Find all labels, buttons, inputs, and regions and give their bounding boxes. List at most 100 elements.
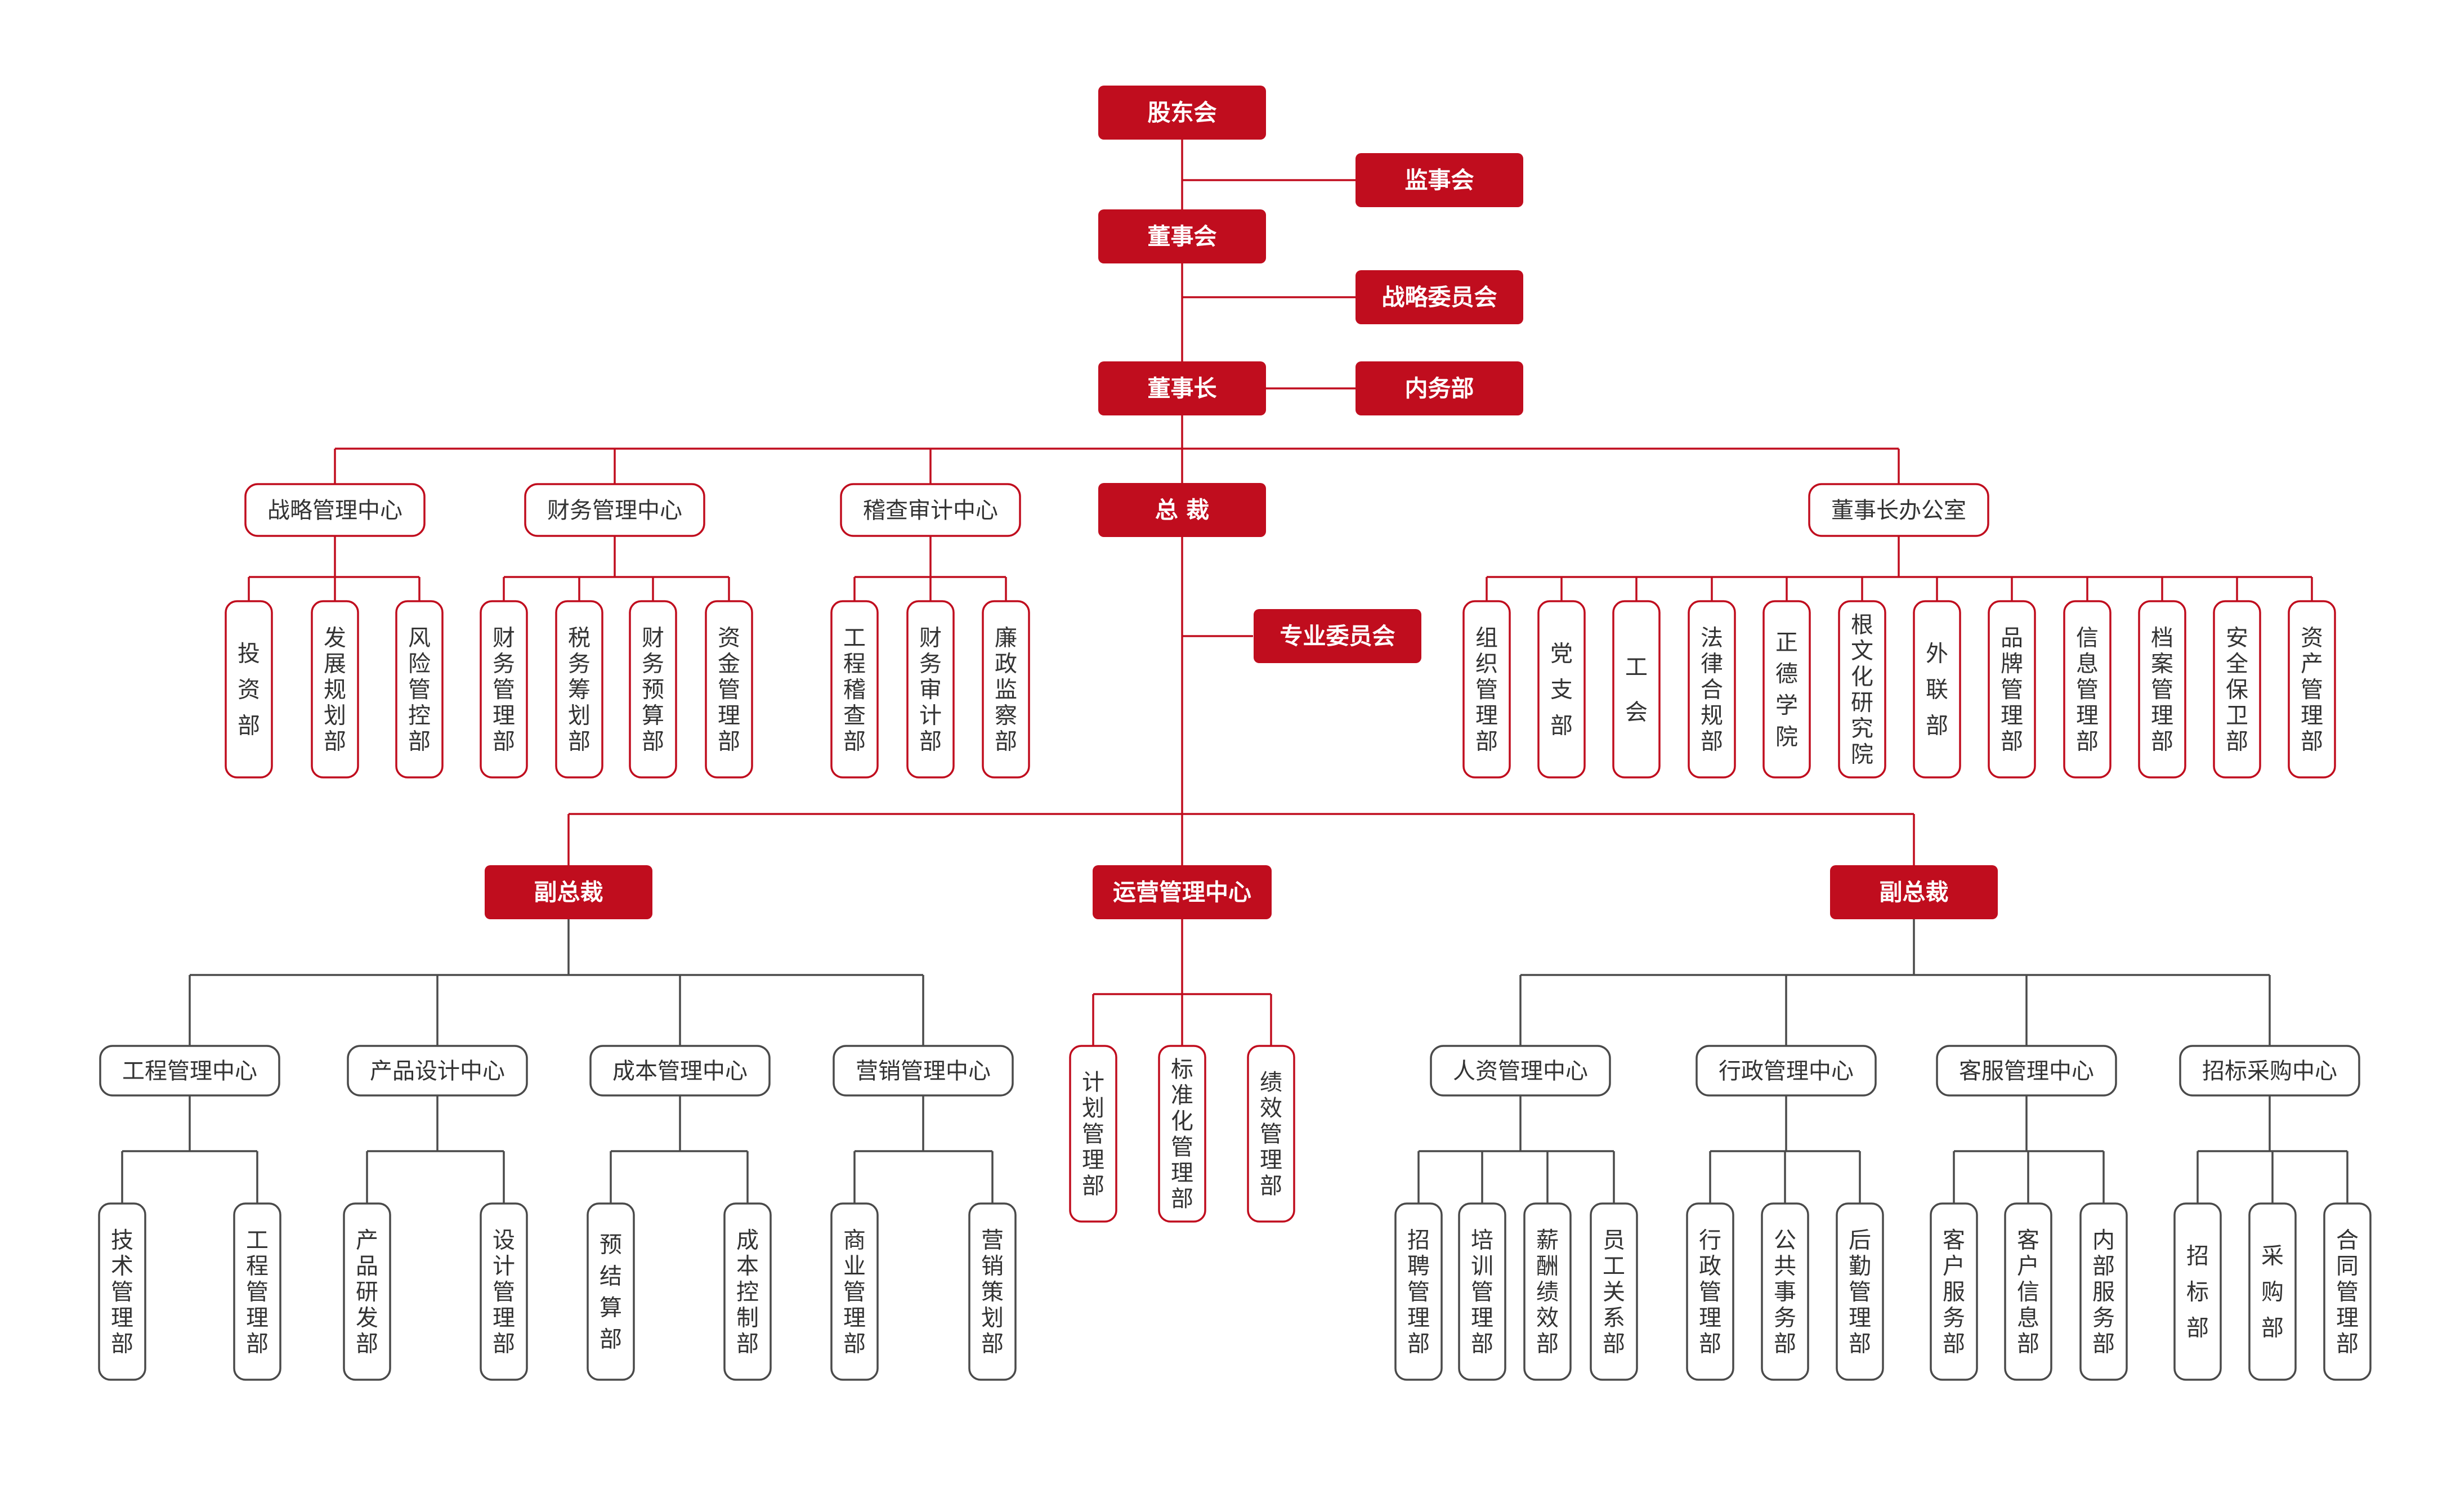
vp_right-center-3-label: 招标采购中心 xyxy=(2202,1058,2337,1084)
department-frame xyxy=(1761,1202,1809,1381)
department-frame xyxy=(480,1202,528,1381)
department-label: 廉政监察部 xyxy=(995,625,1017,755)
department-frame xyxy=(830,600,879,779)
department-frame xyxy=(906,600,955,779)
president-node-box xyxy=(1098,483,1266,537)
department-frame xyxy=(2248,1202,2297,1381)
department-label: 后勤管理部 xyxy=(1849,1228,1871,1357)
operations-node-label: 运营管理中心 xyxy=(1113,879,1251,906)
center-chairman-office-label: 董事长办公室 xyxy=(1831,498,1966,524)
vp-left-node-label: 副总裁 xyxy=(534,879,603,906)
department-box: 工程管理部 xyxy=(233,1202,281,1381)
center-chairman-office-box xyxy=(1808,483,1989,537)
department-box: 公共事务部 xyxy=(1761,1202,1809,1381)
department-box: 外联部 xyxy=(1913,600,1961,779)
professional-committee-node-box xyxy=(1254,609,1421,663)
connector-lines xyxy=(121,113,2348,1204)
chairman-node-box xyxy=(1098,361,1266,415)
vp_left-center-2-label: 成本管理中心 xyxy=(612,1058,748,1084)
department-frame xyxy=(1537,600,1586,779)
department-box: 技术管理部 xyxy=(98,1202,146,1381)
department-label: 合同管理部 xyxy=(2336,1228,2359,1357)
center-audit-box xyxy=(840,483,1021,537)
department-box: 发展规划部 xyxy=(311,600,359,779)
internal-affairs-node: 内务部 xyxy=(1356,361,1523,415)
department-box: 安全保卫部 xyxy=(2213,600,2261,779)
department-label: 培训管理部 xyxy=(1471,1228,1493,1357)
department-box: 采购部 xyxy=(2248,1202,2297,1381)
vp_left-center-1: 产品设计中心 xyxy=(347,1045,528,1097)
vp_left-center-2: 成本管理中心 xyxy=(589,1045,771,1097)
vp_left-center-0-label: 工程管理中心 xyxy=(122,1058,257,1084)
department-frame xyxy=(1686,1202,1734,1381)
internal-affairs-node-label: 内务部 xyxy=(1405,375,1474,402)
department-box: 财务管理部 xyxy=(480,600,528,779)
department-box: 根文化研究院 xyxy=(1838,600,1886,779)
department-box: 预结算部 xyxy=(587,1202,635,1381)
department-label: 外联部 xyxy=(1926,641,1948,739)
vp_left-center-3-label: 营销管理中心 xyxy=(856,1058,991,1084)
department-label: 内部服务部 xyxy=(2092,1228,2115,1357)
vp_right-center-0-label: 人资管理中心 xyxy=(1453,1058,1588,1084)
vp-right-node: 副总裁 xyxy=(1830,865,1998,919)
department-label: 绩效管理部 xyxy=(1260,1070,1282,1199)
vp_right-center-1: 行政管理中心 xyxy=(1696,1045,1877,1097)
president-node: 总 裁 xyxy=(1098,483,1266,537)
department-label: 财务预算部 xyxy=(642,625,664,755)
vp_left-center-0-box xyxy=(99,1045,280,1097)
vp-left-node-box xyxy=(485,865,652,919)
department-frame xyxy=(311,600,359,779)
department-frame xyxy=(629,600,677,779)
vp_right-center-1-label: 行政管理中心 xyxy=(1719,1058,1854,1084)
department-box: 成本控制部 xyxy=(723,1202,772,1381)
department-frame xyxy=(1394,1202,1443,1381)
department-label: 客户信息部 xyxy=(2017,1228,2039,1357)
department-box: 合同管理部 xyxy=(2323,1202,2372,1381)
president-node-label: 总 裁 xyxy=(1155,496,1209,524)
department-frame xyxy=(2138,600,2186,779)
vp-left-node: 副总裁 xyxy=(485,865,652,919)
board-node-box xyxy=(1098,209,1266,263)
department-label: 投资部 xyxy=(238,641,260,739)
department-frame xyxy=(225,600,273,779)
department-frame xyxy=(1838,600,1886,779)
internal-affairs-node-box xyxy=(1356,361,1523,415)
department-frame xyxy=(1762,600,1811,779)
department-label: 营销策划部 xyxy=(981,1228,1004,1357)
vp_right-center-2-label: 客服管理中心 xyxy=(1959,1058,2094,1084)
department-label: 正德学院 xyxy=(1775,630,1798,750)
department-label: 工程稽查部 xyxy=(843,625,866,755)
department-box: 财务预算部 xyxy=(629,600,677,779)
department-frame xyxy=(1462,600,1511,779)
vp_right-center-0-box xyxy=(1430,1045,1611,1097)
department-frame xyxy=(2004,1202,2052,1381)
department-label: 行政管理部 xyxy=(1699,1228,1721,1357)
department-label: 资产管理部 xyxy=(2301,625,2323,755)
operations-node: 运营管理中心 xyxy=(1093,865,1272,919)
department-box: 标准化管理部 xyxy=(1158,1045,1206,1223)
department-label: 党支部 xyxy=(1550,641,1573,739)
department-label: 采购部 xyxy=(2261,1243,2284,1341)
department-label: 员工关系部 xyxy=(1603,1228,1625,1357)
board-node-label: 董事会 xyxy=(1148,223,1217,250)
board-node: 董事会 xyxy=(1098,209,1266,263)
strategy-committee-node-box xyxy=(1356,270,1523,324)
department-box: 风险管控部 xyxy=(395,600,444,779)
department-label: 根文化研究院 xyxy=(1851,612,1873,768)
department-box: 资金管理部 xyxy=(705,600,753,779)
department-box: 投资部 xyxy=(225,600,273,779)
center-strategy-box xyxy=(244,483,426,537)
department-frame xyxy=(1688,600,1736,779)
department-label: 设计管理部 xyxy=(493,1228,515,1357)
department-box: 薪酬绩效部 xyxy=(1523,1202,1572,1381)
department-frame xyxy=(98,1202,146,1381)
department-frame xyxy=(1913,600,1961,779)
vp_left-center-3: 营销管理中心 xyxy=(833,1045,1014,1097)
strategy-committee-node: 战略委员会 xyxy=(1356,270,1523,324)
supervisors-node-box xyxy=(1356,153,1523,207)
department-box: 正德学院 xyxy=(1762,600,1811,779)
department-frame xyxy=(395,600,444,779)
department-box: 员工关系部 xyxy=(1590,1202,1638,1381)
department-label: 商业管理部 xyxy=(843,1228,866,1357)
